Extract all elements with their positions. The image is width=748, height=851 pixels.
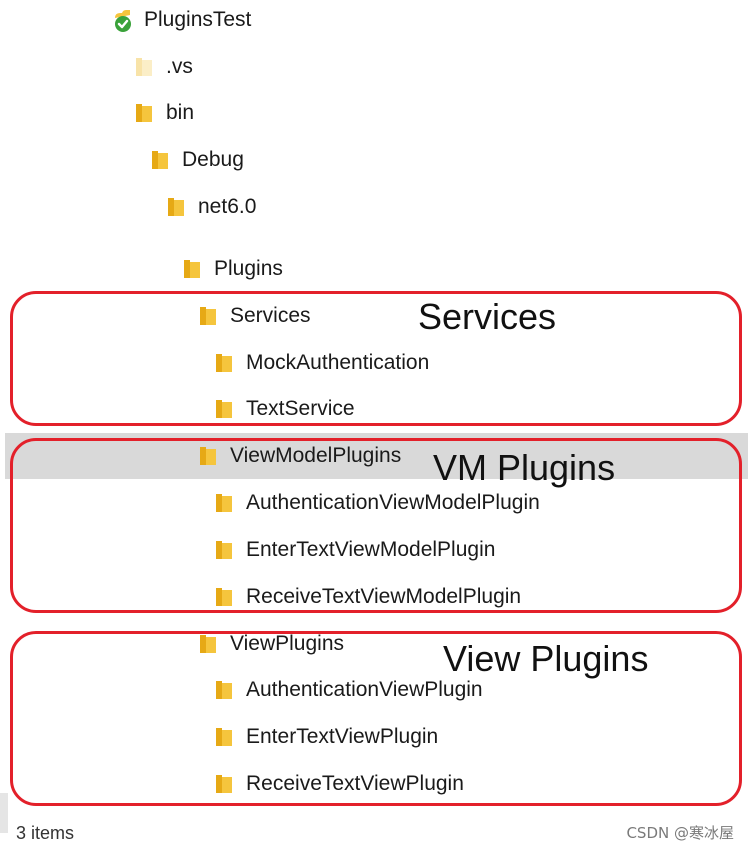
tree-item-label: Debug	[182, 148, 244, 171]
tree-item-label: Plugins	[214, 257, 283, 280]
tree-item-authentication-view-model-plugin[interactable]: AuthenticationViewModelPlugin	[214, 486, 540, 520]
tree-item-view-plugins[interactable]: ViewPlugins	[198, 627, 344, 661]
folder-icon	[198, 445, 218, 467]
folder-icon	[214, 726, 234, 748]
tree-item-label: PluginsTest	[144, 8, 252, 31]
tree-item-label: .vs	[166, 55, 193, 78]
tree-item-label: AuthenticationViewModelPlugin	[246, 491, 540, 514]
tree-item-mock-authentication[interactable]: MockAuthentication	[214, 346, 429, 380]
folder-icon	[214, 679, 234, 701]
tree-item-enter-text-view-model-plugin[interactable]: EnterTextViewModelPlugin	[214, 533, 495, 567]
tree-item-label: Services	[230, 304, 311, 327]
folder-icon	[214, 492, 234, 514]
tree-item-enter-text-view-plugin[interactable]: EnterTextViewPlugin	[214, 720, 438, 754]
folder-icon	[214, 352, 234, 374]
tree-item-services[interactable]: Services	[198, 299, 311, 333]
folder-icon	[214, 773, 234, 795]
tree-item-label: EnterTextViewPlugin	[246, 725, 439, 748]
folder-icon	[198, 633, 218, 655]
folder-icon	[198, 305, 218, 327]
folder-icon	[214, 398, 234, 420]
tree-item-bin[interactable]: bin	[134, 96, 194, 130]
tree-item-label: ReceiveTextViewPlugin	[246, 772, 464, 795]
folder-icon	[182, 258, 202, 280]
folder-icon	[134, 102, 154, 124]
tree-item-view-model-plugins[interactable]: ViewModelPlugins	[198, 439, 401, 473]
tree-item-plugins[interactable]: Plugins	[182, 252, 283, 286]
tree-item-label: EnterTextViewModelPlugin	[246, 538, 496, 561]
services-annotation-label: Services	[418, 296, 557, 337]
folder-icon	[166, 196, 186, 218]
tree-item-label: net6.0	[198, 195, 257, 218]
folder-icon	[150, 149, 170, 171]
solution-checked-icon	[112, 9, 132, 32]
tree-item-text-service[interactable]: TextService	[214, 392, 355, 426]
folder-icon	[214, 586, 234, 608]
view-plugins-annotation-box	[10, 631, 742, 806]
tree-item-root[interactable]: PluginsTest	[112, 3, 251, 37]
folder-faded-icon	[134, 56, 154, 78]
tree-item-label: ReceiveTextViewModelPlugin	[246, 585, 522, 608]
tree-item-authentication-view-plugin[interactable]: AuthenticationViewPlugin	[214, 673, 483, 707]
view-plugins-annotation-label: View Plugins	[443, 638, 649, 679]
tree-item-label: ViewPlugins	[230, 632, 345, 655]
folder-icon	[214, 539, 234, 561]
status-bar-edge	[0, 793, 8, 833]
vm-plugins-annotation-box	[10, 438, 742, 613]
tree-item-debug[interactable]: Debug	[150, 143, 244, 177]
vm-plugins-annotation-label: VM Plugins	[433, 447, 616, 488]
tree-item-label: ViewModelPlugins	[230, 444, 402, 467]
watermark: CSDN @寒冰屋	[626, 824, 734, 842]
tree-item-label: bin	[166, 101, 195, 124]
status-item-count: 3 items	[16, 823, 75, 843]
tree-item-net6[interactable]: net6.0	[166, 190, 256, 224]
tree-item-receive-text-view-plugin[interactable]: ReceiveTextViewPlugin	[214, 767, 464, 801]
tree-item-label: AuthenticationViewPlugin	[246, 678, 483, 701]
tree-item-vs[interactable]: .vs	[134, 50, 193, 84]
tree-item-label: MockAuthentication	[246, 351, 430, 374]
tree-item-receive-text-view-model-plugin[interactable]: ReceiveTextViewModelPlugin	[214, 580, 521, 614]
tree-item-label: TextService	[246, 397, 355, 420]
services-annotation-box	[10, 291, 742, 426]
